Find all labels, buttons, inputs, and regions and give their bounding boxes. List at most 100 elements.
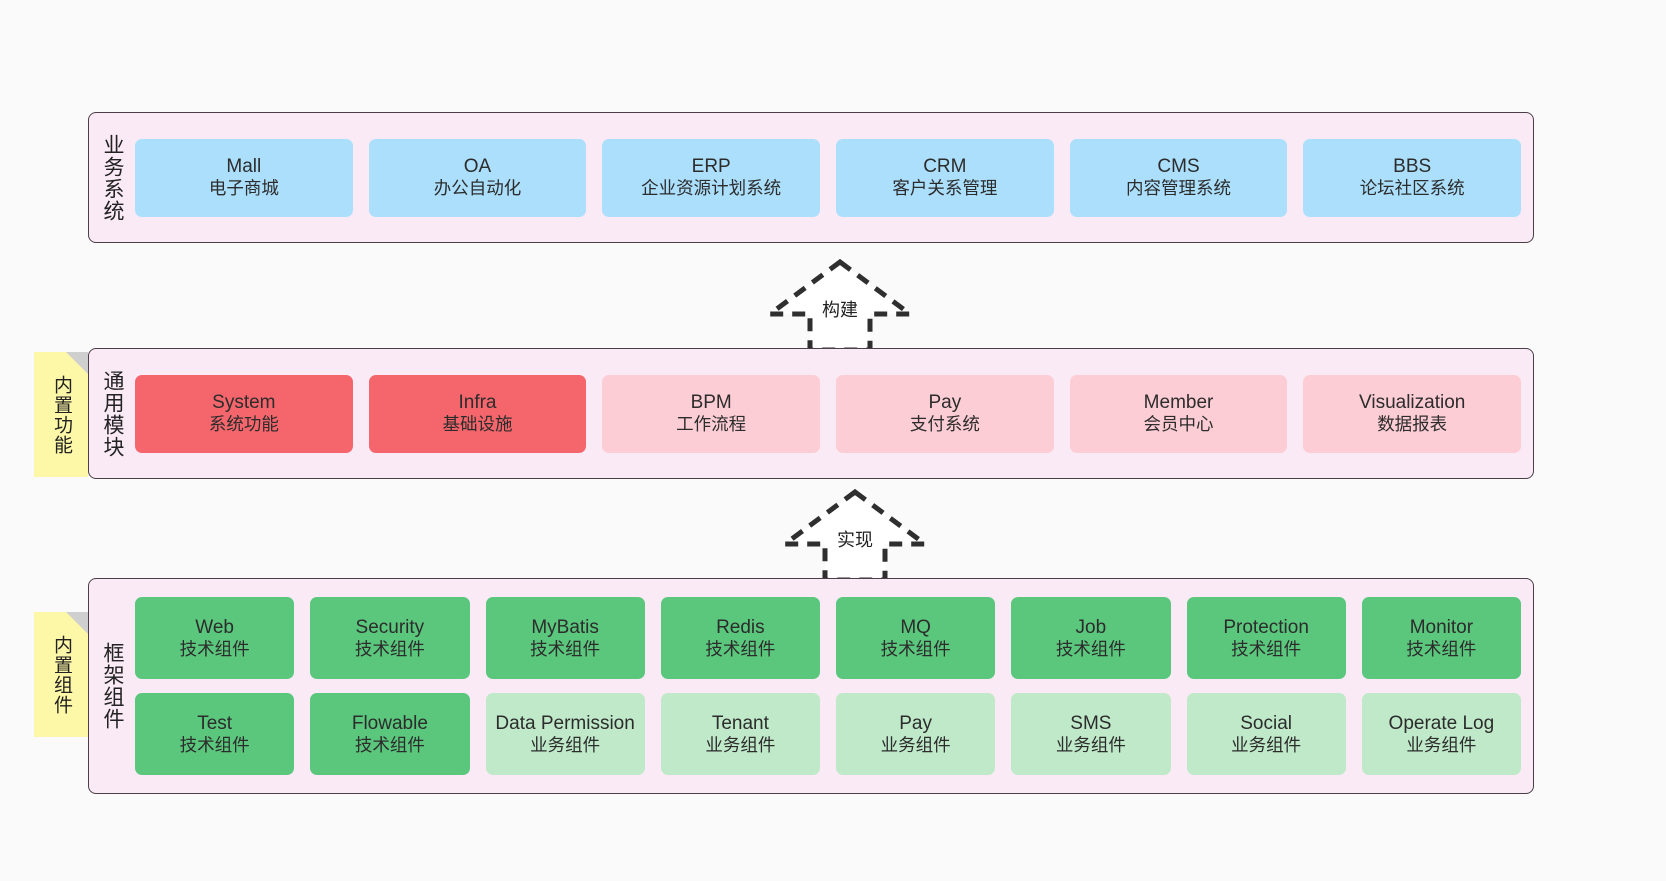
layer-framework-components: 框架组件 Web 技术组件 Security 技术组件 MyBatis 技术组件… [88, 578, 1534, 794]
layer-title-common-modules: 通用模块 [101, 369, 125, 458]
card-mq[interactable]: MQ 技术组件 [836, 597, 996, 679]
card-subtitle: 电子商城 [208, 178, 279, 199]
card-monitor[interactable]: Monitor 技术组件 [1361, 597, 1521, 679]
card-subtitle: 业务组件 [1055, 734, 1126, 755]
card-social[interactable]: Social 业务组件 [1186, 693, 1346, 775]
card-cms[interactable]: CMS 内容管理系统 [1069, 138, 1288, 217]
card-subtitle: 论坛社区系统 [1359, 178, 1465, 199]
card-member[interactable]: Member 会员中心 [1069, 374, 1288, 453]
card-crm[interactable]: CRM 客户关系管理 [836, 138, 1054, 217]
card-title: Job [1075, 616, 1107, 638]
card-subtitle: 会员中心 [1143, 414, 1214, 435]
layer-body-framework-components: Web 技术组件 Security 技术组件 MyBatis 技术组件 Redi… [135, 579, 1533, 793]
card-title: BBS [1393, 156, 1432, 178]
card-redis[interactable]: Redis 技术组件 [660, 597, 820, 679]
card-bbs[interactable]: BBS 论坛社区系统 [1303, 138, 1522, 217]
card-row: Mall 电子商城 OA 办公自动化 ERP 企业资源计划系统 CRM 客户关系… [135, 138, 1522, 217]
card-title: Pay [899, 712, 932, 734]
build-arrow-icon [762, 258, 918, 353]
card-subtitle: 支付系统 [909, 414, 980, 435]
card-subtitle: 技术组件 [880, 638, 951, 659]
implement-arrow-icon [777, 488, 933, 583]
builtin-component-note-label: 内置组件 [50, 634, 72, 715]
card-subtitle: 技术组件 [179, 638, 250, 659]
builtin-function-note: 内置功能 [34, 352, 88, 477]
card-row: Web 技术组件 Security 技术组件 MyBatis 技术组件 Redi… [135, 597, 1521, 679]
layer-body-business-system: Mall 电子商城 OA 办公自动化 ERP 企业资源计划系统 CRM 客户关系… [135, 113, 1533, 242]
card-data-permission[interactable]: Data Permission 业务组件 [485, 693, 645, 775]
card-title: OA [463, 156, 492, 178]
card-title: Infra [458, 392, 497, 414]
card-title: Security [355, 616, 425, 638]
card-subtitle: 业务组件 [1231, 734, 1302, 755]
card-subtitle: 办公自动化 [433, 178, 522, 199]
layer-business-system: 业务系统 Mall 电子商城 OA 办公自动化 ERP 企业资源计划系统 CRM… [88, 112, 1534, 243]
card-tenant[interactable]: Tenant 业务组件 [660, 693, 820, 775]
layer-title-business-system: 业务系统 [101, 133, 125, 222]
card-mall[interactable]: Mall 电子商城 [135, 138, 353, 217]
card-title: Test [197, 712, 233, 734]
card-subtitle: 企业资源计划系统 [641, 178, 782, 199]
card-subtitle: 技术组件 [354, 734, 425, 755]
card-title: CRM [923, 156, 967, 178]
card-row: Test 技术组件 Flowable 技术组件 Data Permission … [135, 693, 1521, 775]
card-title: CMS [1157, 156, 1200, 178]
builtin-function-note-label: 内置功能 [50, 374, 72, 455]
card-flowable[interactable]: Flowable 技术组件 [310, 693, 470, 775]
card-protection[interactable]: Protection 技术组件 [1186, 597, 1346, 679]
card-title: Monitor [1409, 616, 1474, 638]
card-pay[interactable]: Pay 支付系统 [836, 374, 1054, 453]
card-title: System [212, 392, 276, 414]
card-title: MyBatis [531, 616, 599, 638]
card-pay-component[interactable]: Pay 业务组件 [836, 693, 996, 775]
build-arrow: 构建 [760, 258, 920, 354]
card-title: Data Permission [495, 712, 635, 734]
card-row: System 系统功能 Infra 基础设施 BPM 工作流程 Pay 支付系统… [135, 374, 1522, 453]
card-subtitle: 业务组件 [705, 734, 776, 755]
card-title: Web [195, 616, 234, 638]
builtin-component-note: 内置组件 [34, 612, 88, 737]
card-test[interactable]: Test 技术组件 [135, 693, 295, 775]
implement-arrow: 实现 [775, 488, 935, 584]
card-job[interactable]: Job 技术组件 [1011, 597, 1171, 679]
card-subtitle: 技术组件 [1055, 638, 1126, 659]
card-mybatis[interactable]: MyBatis 技术组件 [485, 597, 645, 679]
card-visualization[interactable]: Visualization 数据报表 [1303, 374, 1522, 453]
card-subtitle: 技术组件 [530, 638, 601, 659]
card-title: SMS [1070, 712, 1112, 734]
card-subtitle: 内容管理系统 [1126, 178, 1232, 199]
card-system[interactable]: System 系统功能 [135, 374, 353, 453]
card-subtitle: 基础设施 [442, 414, 513, 435]
card-web[interactable]: Web 技术组件 [135, 597, 295, 679]
card-title: MQ [900, 616, 931, 638]
layer-title-framework-components: 框架组件 [101, 642, 125, 730]
card-title: Social [1240, 712, 1292, 734]
card-security[interactable]: Security 技术组件 [310, 597, 470, 679]
card-title: Flowable [351, 712, 428, 734]
card-title: ERP [691, 156, 731, 178]
card-title: Member [1143, 392, 1214, 414]
card-subtitle: 客户关系管理 [892, 178, 998, 199]
card-sms[interactable]: SMS 业务组件 [1011, 693, 1171, 775]
card-oa[interactable]: OA 办公自动化 [368, 138, 587, 217]
card-title: Redis [716, 616, 765, 638]
card-erp[interactable]: ERP 企业资源计划系统 [602, 138, 821, 217]
card-subtitle: 数据报表 [1377, 414, 1448, 435]
card-title: Visualization [1359, 392, 1466, 414]
card-subtitle: 业务组件 [530, 734, 601, 755]
card-title: Mall [226, 156, 262, 178]
layer-common-modules: 通用模块 System 系统功能 Infra 基础设施 BPM 工作流程 Pay… [88, 348, 1534, 479]
card-infra[interactable]: Infra 基础设施 [368, 374, 587, 453]
card-subtitle: 技术组件 [1231, 638, 1302, 659]
card-bpm[interactable]: BPM 工作流程 [602, 374, 821, 453]
card-subtitle: 系统功能 [208, 414, 279, 435]
card-subtitle: 技术组件 [179, 734, 250, 755]
layer-body-common-modules: System 系统功能 Infra 基础设施 BPM 工作流程 Pay 支付系统… [135, 349, 1533, 478]
card-subtitle: 业务组件 [1406, 734, 1477, 755]
card-title: Operate Log [1388, 712, 1495, 734]
card-subtitle: 技术组件 [705, 638, 776, 659]
card-operate-log[interactable]: Operate Log 业务组件 [1361, 693, 1521, 775]
card-title: Protection [1223, 616, 1309, 638]
card-title: BPM [690, 392, 732, 414]
card-subtitle: 业务组件 [880, 734, 951, 755]
